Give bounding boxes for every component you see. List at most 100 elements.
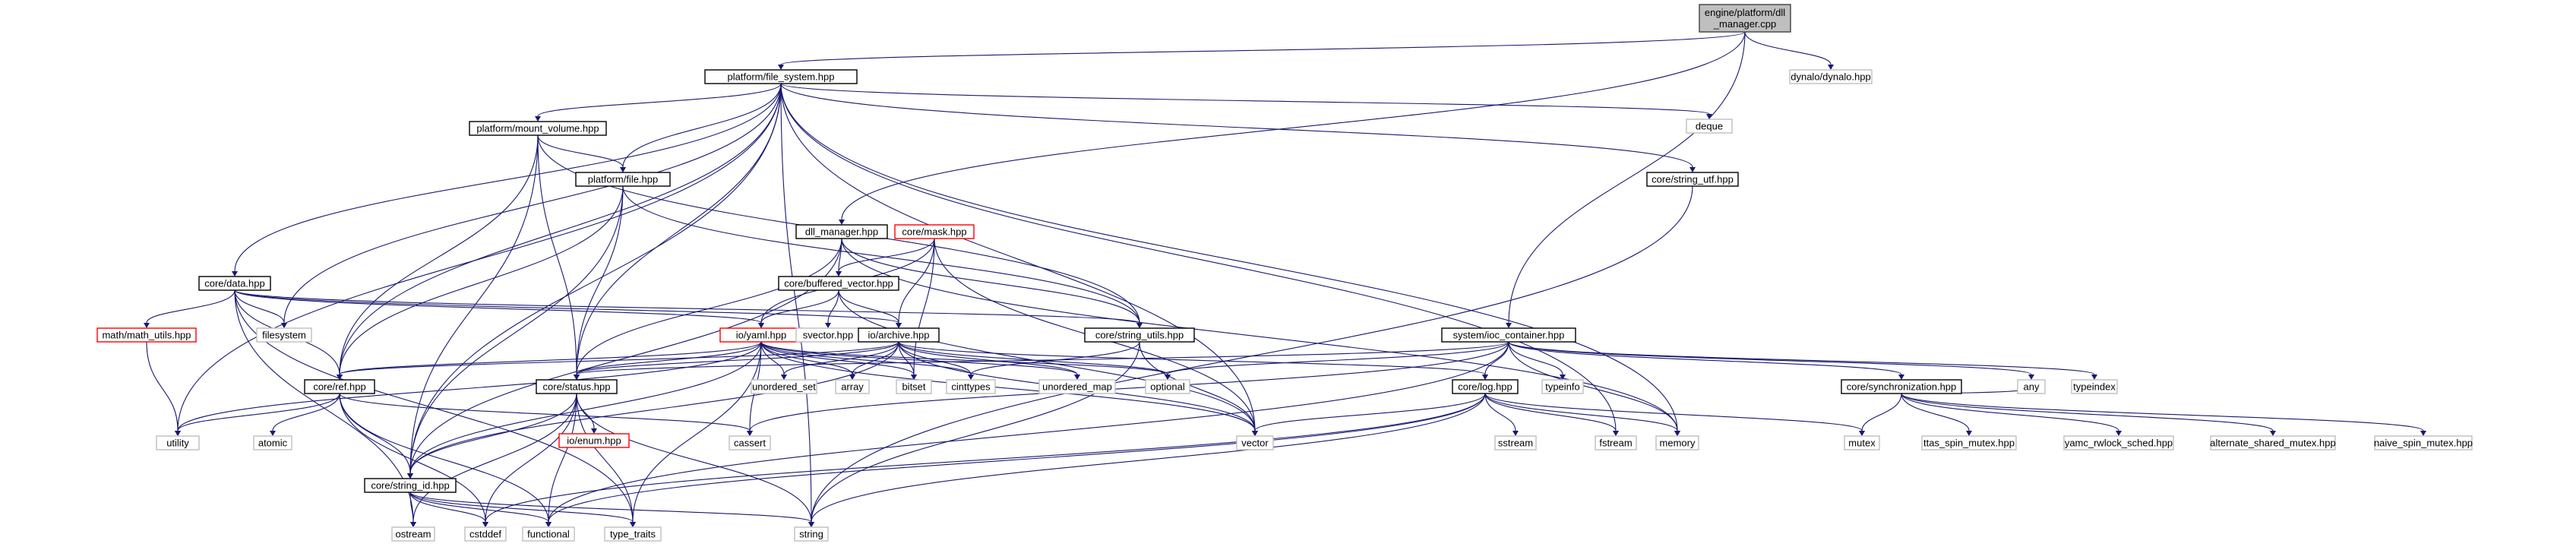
node-label: core/mask.hpp (902, 226, 966, 238)
edge-arrowhead (1165, 375, 1171, 380)
node-box (1441, 327, 1576, 343)
edge-fs-to-mount (535, 83, 782, 122)
edge-line (780, 83, 1617, 431)
edge-ref-to-atomic (270, 393, 340, 436)
node-optional[interactable]: optional (1145, 379, 1190, 394)
node-fs[interactable]: platform/file_system.hpp (704, 69, 858, 84)
node-functional[interactable]: functional (522, 526, 575, 542)
edge-line (576, 341, 899, 375)
node-coredata[interactable]: core/data.hpp (198, 276, 271, 291)
edge-line (1484, 393, 1678, 431)
node-enum[interactable]: io/enum.hpp (558, 433, 630, 448)
node-box (1541, 379, 1584, 394)
edge-fs-to-string (780, 83, 814, 527)
node-vector[interactable]: vector (1236, 435, 1274, 450)
edge-line (760, 341, 853, 375)
node-log[interactable]: core/log.hpp (1452, 379, 1519, 394)
node-ostream[interactable]: ostream (391, 526, 435, 542)
edge-line (409, 341, 899, 474)
node-dynalo[interactable]: dynalo/dynalo.hpp (1789, 69, 1873, 84)
node-fstream[interactable]: fstream (1595, 435, 1637, 450)
edge-arrowhead (825, 323, 831, 328)
edge-arrowhead (1560, 375, 1566, 380)
node-mutex[interactable]: mutex (1844, 435, 1880, 450)
node-box (1844, 435, 1880, 450)
edge-line (760, 341, 785, 375)
node-typeinfo[interactable]: typeinfo (1541, 379, 1584, 394)
edge-arrowhead (849, 375, 855, 380)
node-box (704, 69, 858, 84)
node-typeindex[interactable]: typeindex (2071, 379, 2118, 394)
node-status[interactable]: core/status.hpp (536, 379, 618, 394)
node-mount[interactable]: platform/mount_volume.hpp (469, 121, 607, 136)
node-label: string (799, 529, 823, 540)
node-ioc[interactable]: system/ioc_container.hpp (1441, 327, 1576, 343)
edge-fs-to-utility (175, 83, 782, 436)
node-file[interactable]: platform/file.hpp (575, 172, 671, 187)
edge-ioc-to-any (1508, 341, 2034, 380)
node-string[interactable]: string (794, 526, 829, 542)
node-typetraits[interactable]: type_traits (604, 526, 662, 542)
edge-arrowhead (1613, 431, 1619, 436)
node-label: typeindex (2073, 381, 2116, 393)
edge-line (1508, 31, 1746, 324)
node-strutils[interactable]: core/string_utils.hpp (1084, 327, 1195, 343)
node-label: core/log.hpp (1458, 381, 1512, 393)
edge-line (409, 83, 782, 474)
edge-line (272, 393, 340, 431)
node-uset[interactable]: unordered_set (751, 379, 817, 394)
edge-root-to-dynalo (1744, 31, 1834, 70)
node-yaml[interactable]: io/yaml.hpp (719, 327, 803, 343)
node-strid[interactable]: core/string_id.hpp (364, 478, 457, 493)
node-box (2017, 379, 2046, 394)
node-label: utility (166, 438, 189, 449)
edge-coredata-to-mathutils (144, 289, 235, 328)
node-box (896, 379, 932, 394)
node-array[interactable]: array (835, 379, 870, 394)
node-umap[interactable]: unordered_map (1038, 379, 1116, 394)
node-cinttypes[interactable]: cinttypes (946, 379, 996, 394)
edge-arrowhead (1706, 114, 1712, 119)
node-archive[interactable]: io/archive.hpp (858, 327, 940, 343)
node-naive[interactable]: naive_spin_mutex.hpp (2374, 435, 2473, 450)
node-cstddef[interactable]: cstddef (464, 526, 507, 542)
node-strutf[interactable]: core/string_utf.hpp (1646, 172, 1739, 187)
node-ref[interactable]: core/ref.hpp (304, 379, 375, 394)
node-utility[interactable]: utility (156, 435, 200, 450)
edge-line (1901, 393, 2119, 431)
edge-line (283, 83, 782, 324)
node-box (156, 435, 200, 450)
node-atomic[interactable]: atomic (253, 435, 292, 450)
node-memory[interactable]: memory (1655, 435, 1699, 450)
node-dllmgr[interactable]: dll_manager.hpp (795, 224, 888, 239)
node-mathutils[interactable]: math/math_utils.hpp (96, 327, 197, 343)
node-root[interactable]: engine/platform/dll_manager.cpp (1699, 4, 1791, 33)
node-label: array (841, 381, 864, 393)
node-altmutex[interactable]: alternate_shared_mutex.hpp (2210, 435, 2336, 450)
edge-line (234, 289, 899, 324)
node-deque[interactable]: deque (1686, 119, 1733, 134)
node-any[interactable]: any (2017, 379, 2046, 394)
node-bitset[interactable]: bitset (896, 379, 932, 394)
node-ttas[interactable]: ttas_spin_mutex.hpp (1921, 435, 2017, 450)
edge-line (898, 341, 1486, 375)
node-sstream[interactable]: sstream (1494, 435, 1537, 450)
edge-line (622, 185, 1140, 324)
node-yamc[interactable]: yamc_rwlock_sched.hpp (2063, 435, 2174, 450)
edge-arrowhead (968, 375, 974, 380)
node-svector[interactable]: svector.hpp (795, 327, 861, 343)
edge-line (760, 341, 972, 375)
node-bufvec[interactable]: core/buffered_vector.hpp (778, 276, 899, 291)
node-sync[interactable]: core/synchronization.hpp (1841, 379, 1962, 394)
edge-line (576, 185, 624, 375)
edge-line (1508, 341, 1563, 375)
edge-ioc-to-sync (1508, 341, 1904, 380)
node-mask[interactable]: core/mask.hpp (894, 224, 975, 239)
edge-sync-to-naive (1901, 393, 2426, 436)
edge-line (841, 31, 1746, 220)
edge-coredata-to-strutils (234, 289, 1143, 328)
node-filesystem[interactable]: filesystem (256, 327, 312, 343)
node-cassert[interactable]: cassert (729, 435, 771, 450)
edge-line (811, 341, 1140, 523)
